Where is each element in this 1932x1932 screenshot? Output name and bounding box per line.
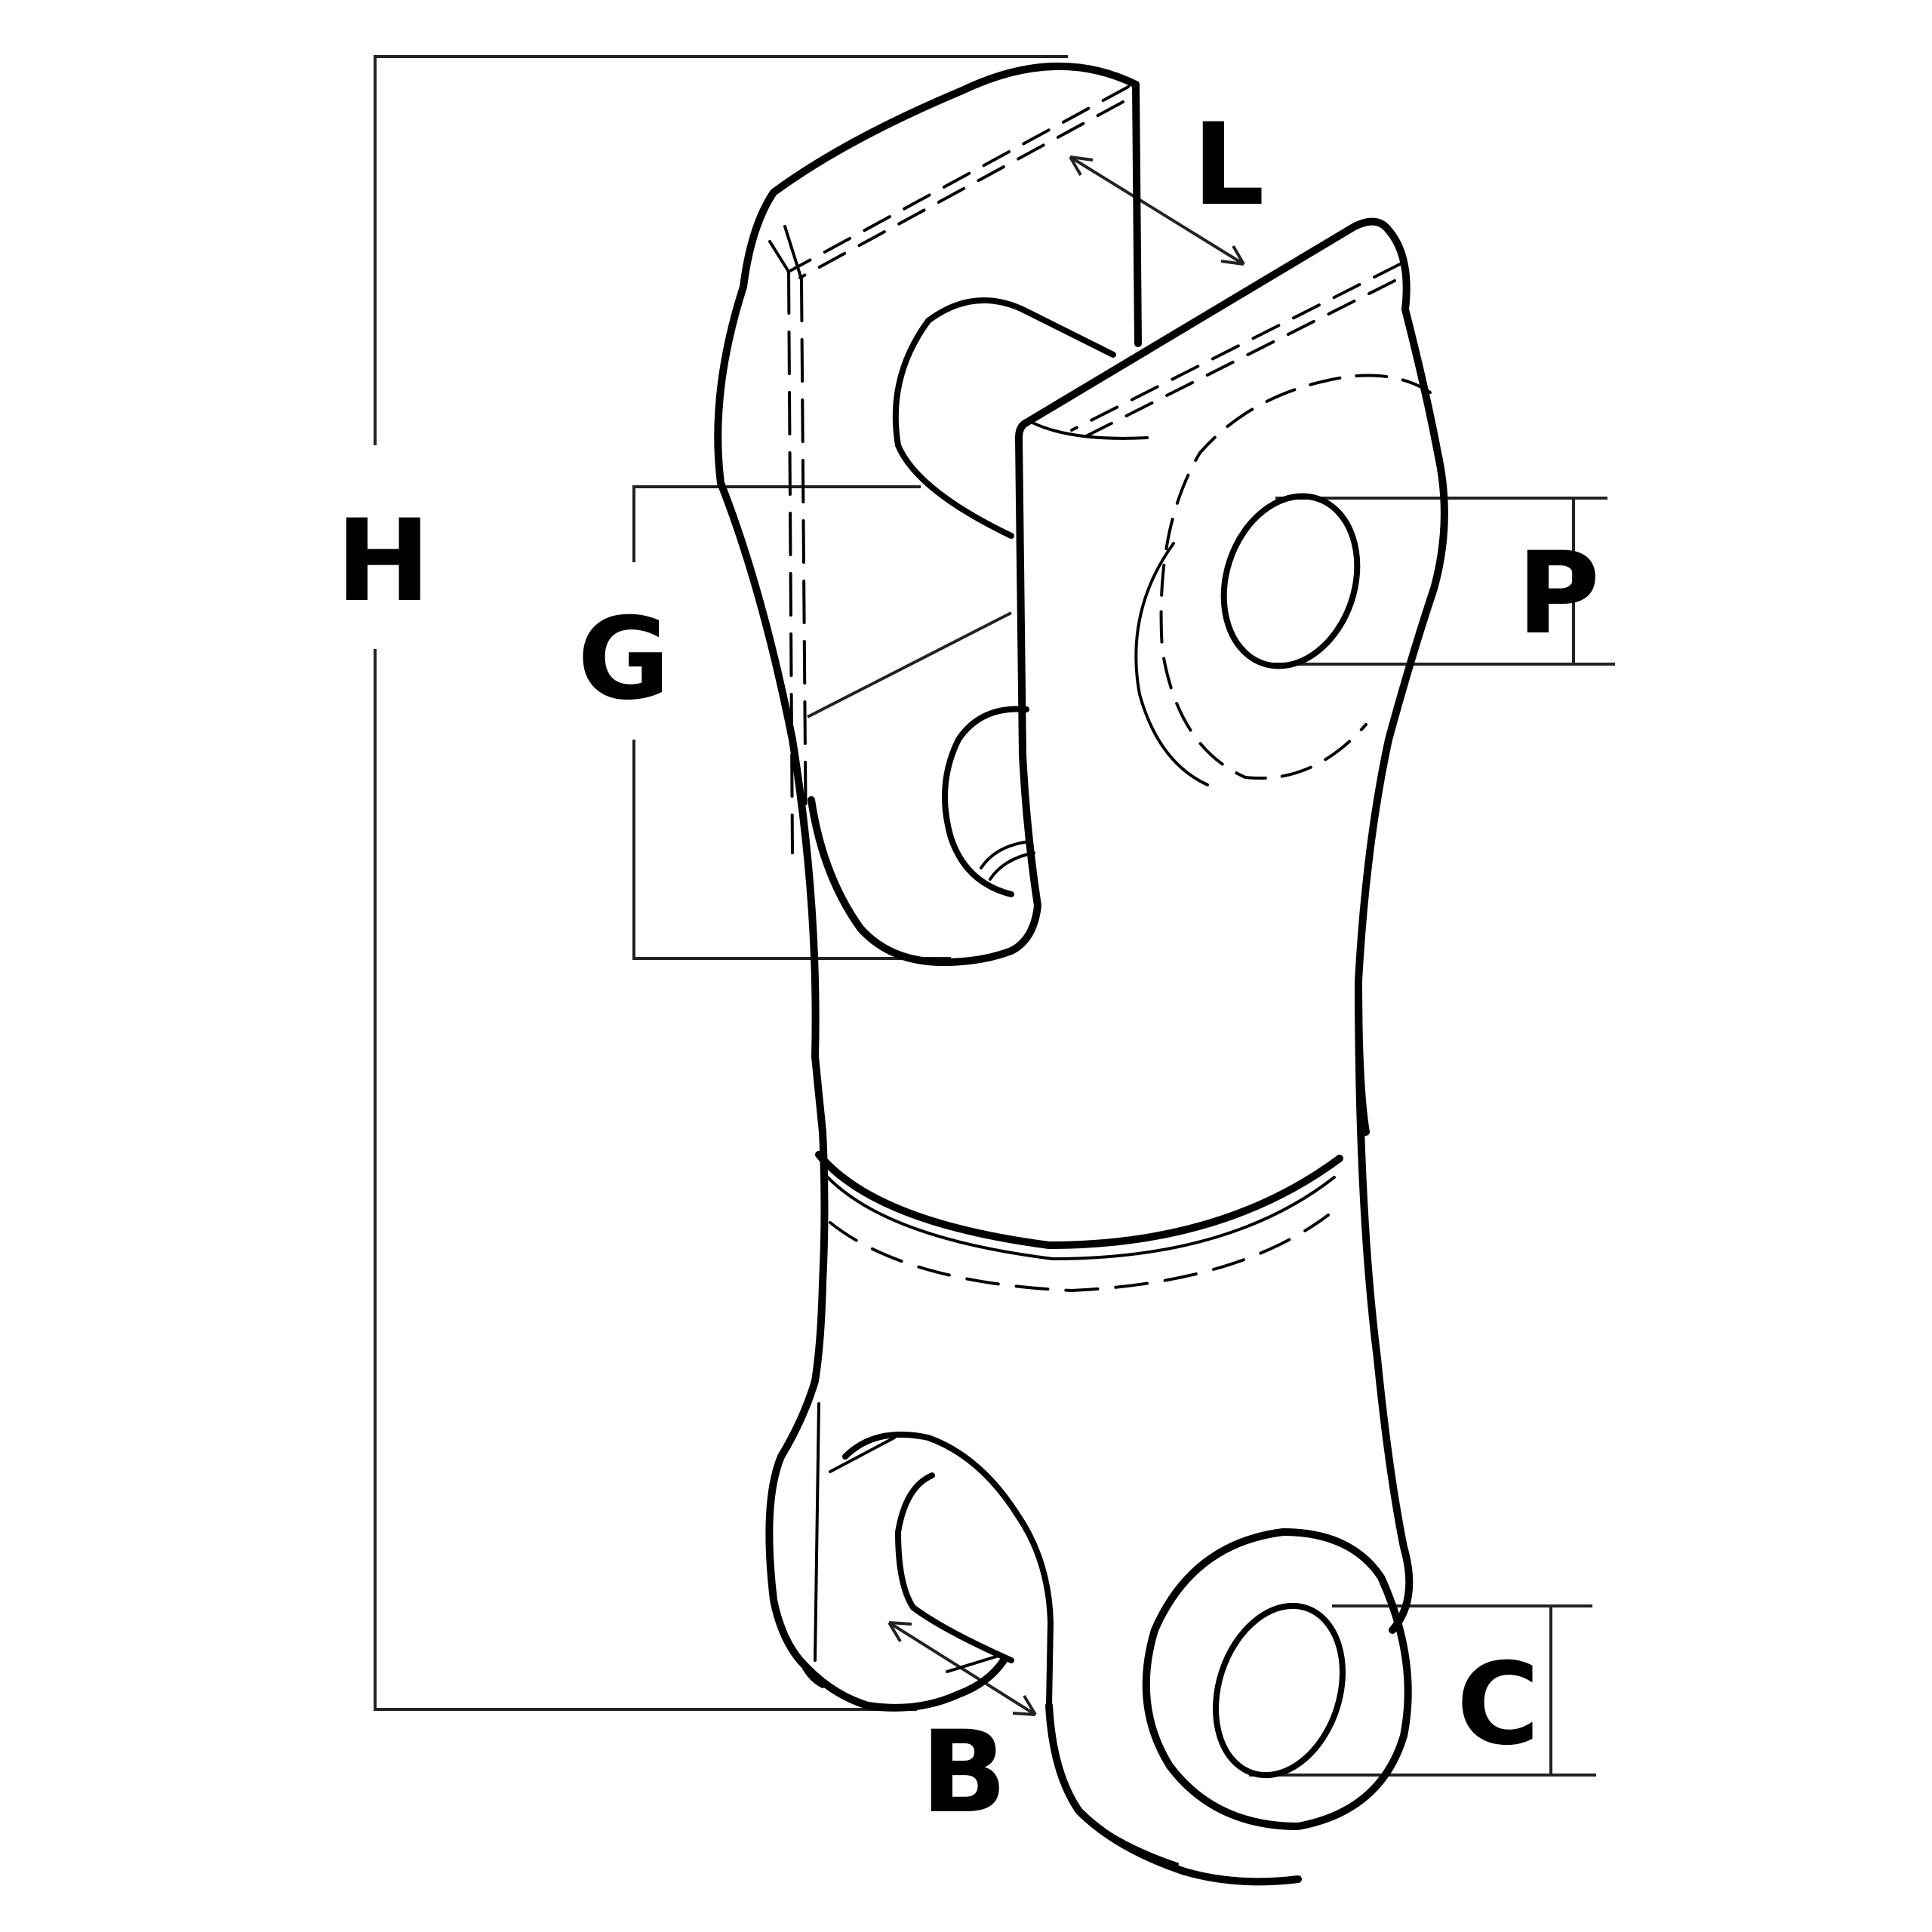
dimension-g-leader: [807, 611, 1012, 718]
back-jaw-lower-hole: [942, 706, 1029, 897]
back-jaw-outline: [714, 62, 1140, 1287]
swivel-connector: [714, 62, 1448, 1886]
lower-jaw-tip-inner: [1070, 1802, 1179, 1866]
front-jaw-slot-edge: [808, 419, 1041, 966]
lower-eye-pin-hole: [1213, 1602, 1346, 1779]
dimension-l-arrow: [1069, 155, 1245, 266]
dimension-c-lines: [1249, 1604, 1596, 1777]
label-g: G: [577, 594, 670, 725]
front-jaw-hidden-edge: [1070, 263, 1401, 443]
lower-jaw-slot-highlight: [829, 1436, 998, 1673]
lower-jaw-tip: [1045, 1702, 1302, 1886]
back-jaw-hidden-edge-top: [787, 85, 1130, 279]
lower-body-left-edge: [765, 1279, 1008, 1712]
label-l: L: [1192, 100, 1265, 231]
front-jaw-top-face: [1023, 217, 1448, 1136]
back-jaw-right-edge: [1132, 81, 1142, 347]
back-jaw-hidden-edge-left: [787, 270, 808, 854]
back-jaw-chamfer: [768, 225, 803, 281]
swivel-joint-seam: [815, 1151, 1343, 1249]
label-b: B: [921, 1707, 1007, 1838]
lower-body-right-edge: [1355, 977, 1414, 1634]
dimension-labels: H L G P C B: [332, 100, 1600, 1838]
front-jaw-boss-solid: [1134, 542, 1209, 786]
label-g-bg: [574, 589, 683, 732]
swivel-joint-hidden: [829, 1214, 1330, 1292]
front-jaw-pin-hole: [1220, 493, 1361, 669]
front-jaw-boss-hidden: [1159, 374, 1432, 780]
lower-jaw-slot-inner: [895, 1472, 1014, 1663]
swivel-joint-seam-inner: [823, 1172, 1336, 1260]
label-h-bg: [332, 487, 423, 615]
dimension-l-arrowheads: [1069, 155, 1245, 266]
dimension-b-arrowheads: [888, 1621, 1037, 1716]
dimension-h-bracket: [374, 55, 1068, 1711]
label-c: C: [1457, 1639, 1540, 1770]
back-jaw-inner-face: [892, 297, 1116, 539]
lower-body-left-face: [798, 1402, 824, 1688]
label-p: P: [1517, 528, 1600, 660]
dimension-b-arrow: [888, 1621, 1037, 1716]
front-jaw-top-edge-inner: [1031, 421, 1149, 440]
dimension-g-bracket: [632, 485, 951, 960]
label-h: H: [336, 496, 431, 627]
lower-jaw-slot: [842, 1431, 1054, 1709]
back-jaw-lower-hole-inner: [980, 840, 1035, 881]
lower-eye-outer: [1142, 1528, 1412, 1830]
dimension-lines: [374, 55, 1615, 1777]
